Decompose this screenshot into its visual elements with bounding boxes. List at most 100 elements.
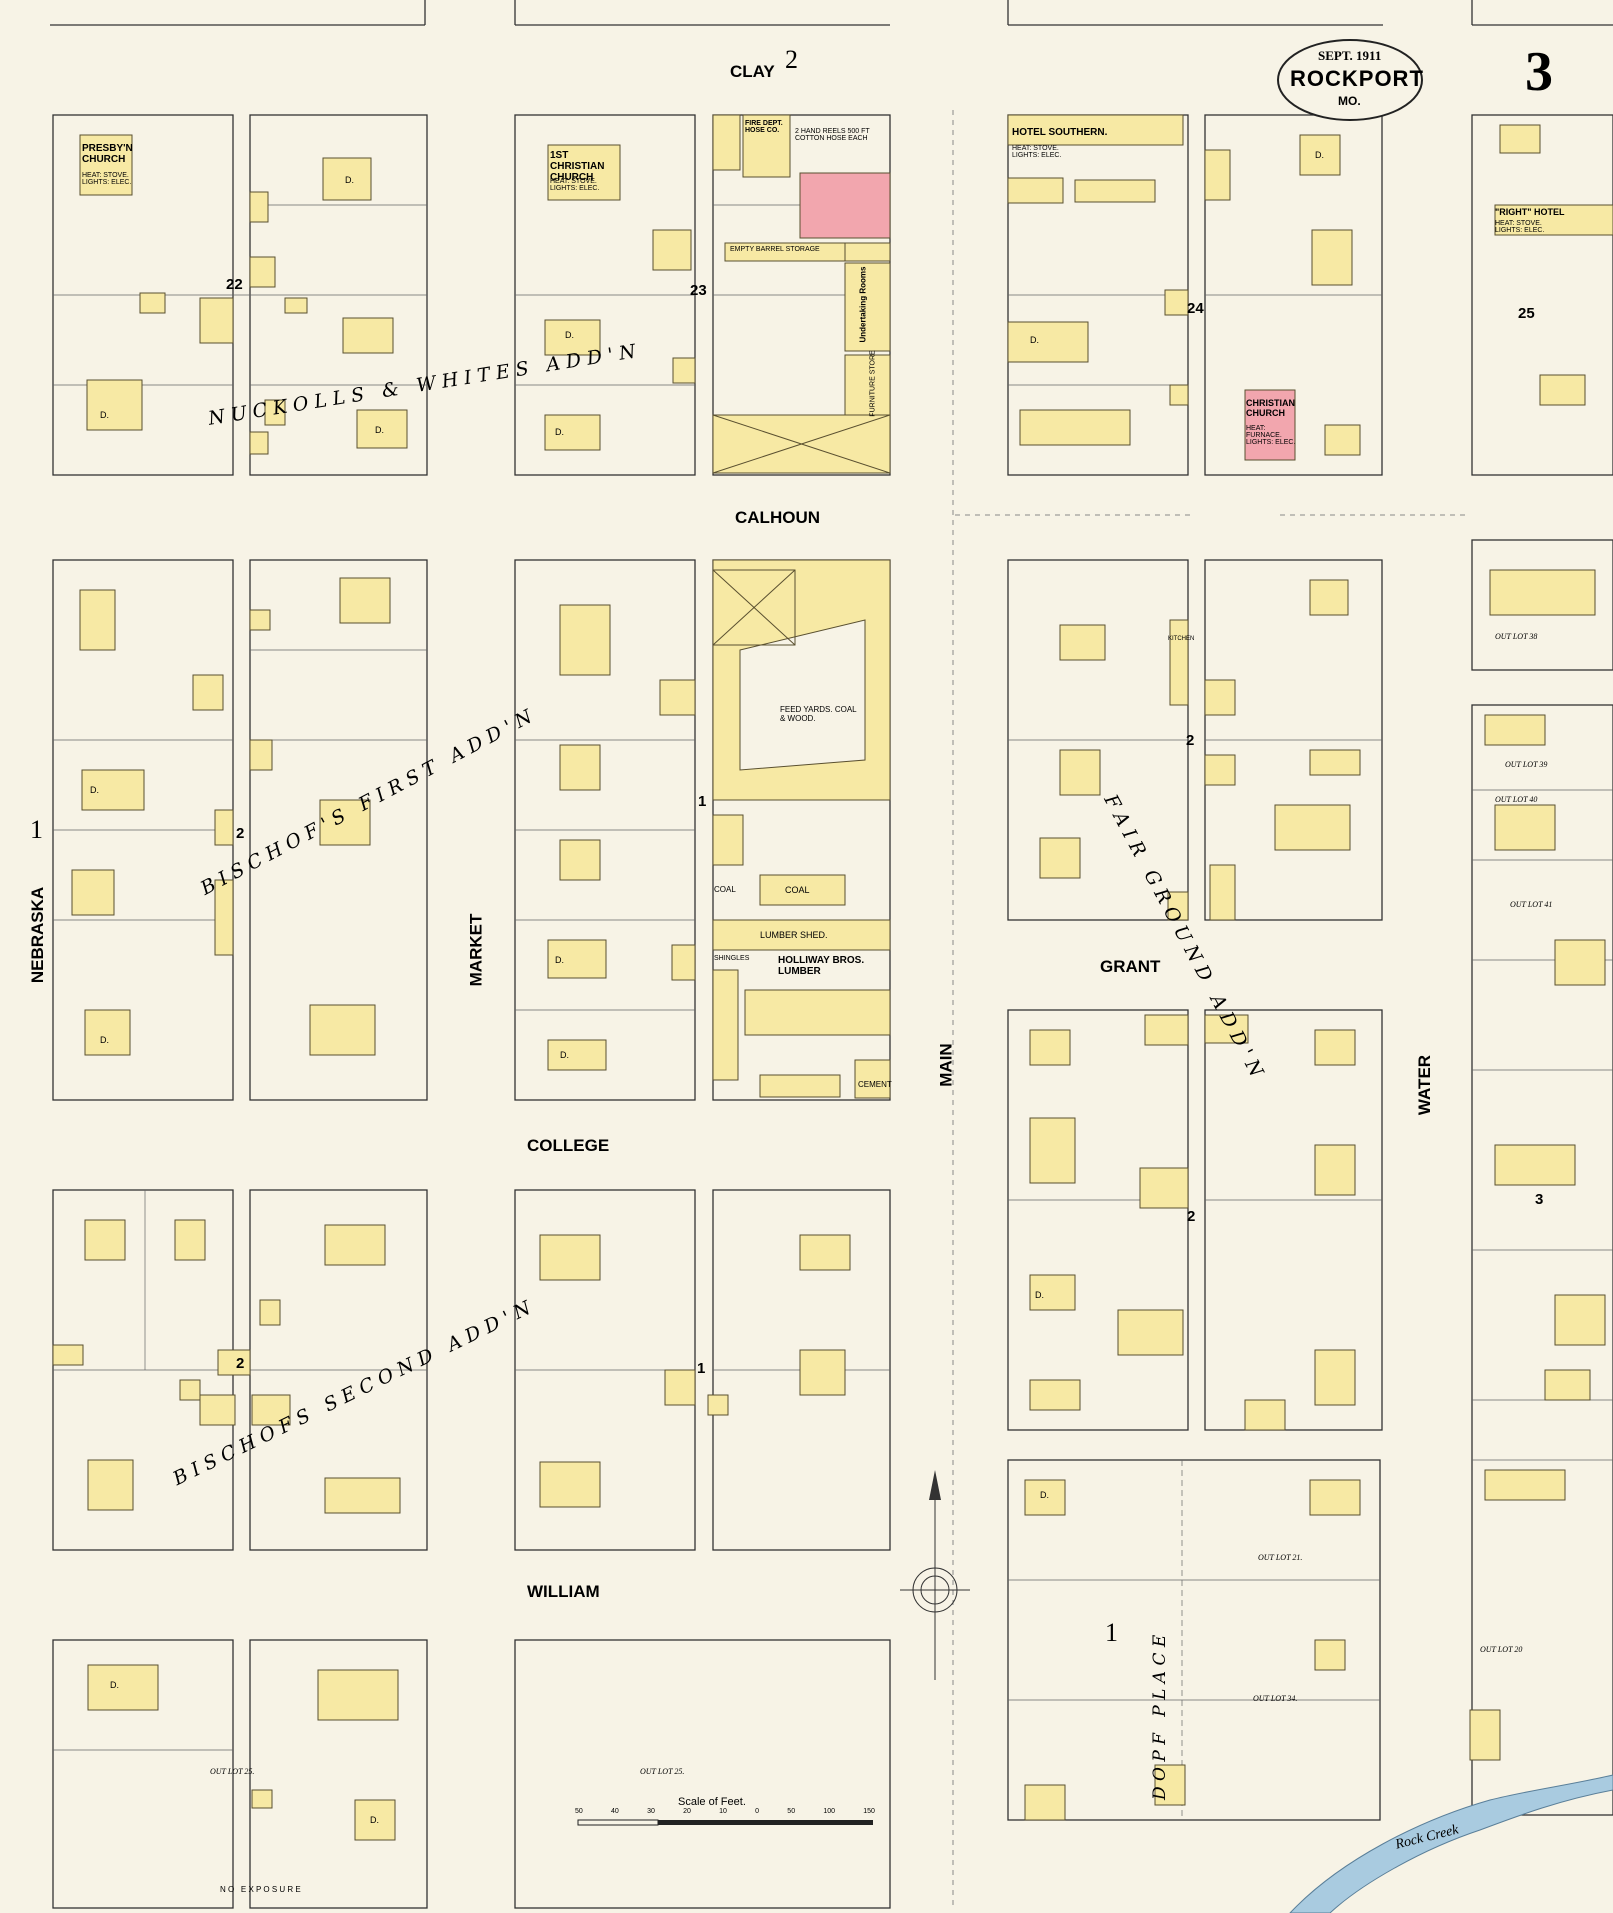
label-shingles: SHINGLES (714, 955, 750, 962)
block-number: 1 (30, 815, 43, 844)
label-fire-dept: FIRE DEPT. HOSE CO. (745, 120, 783, 134)
label-hotel-southern: HOTEL SOUTHERN. (1012, 127, 1108, 138)
sheet-number: 3 (1525, 41, 1553, 103)
scale-tick: 30 (647, 1808, 655, 1815)
addition-dopf-place: D O P F P L A C E (1150, 1634, 1170, 1800)
label-empty-barrel: EMPTY BARREL STORAGE (730, 246, 820, 253)
label-right-hotel-note: HEAT: STOVE. LIGHTS: ELEC. (1495, 220, 1545, 234)
block-number: 2 (236, 825, 245, 842)
title-date: SEPT. 1911 (1318, 48, 1382, 63)
label-out-lot-20: OUT LOT 20 (1480, 1645, 1523, 1654)
bischofs-first-block-1 (514, 559, 891, 1101)
title-state: MO. (1338, 94, 1361, 108)
label-out-lot-41: OUT LOT 41 (1510, 900, 1553, 909)
scale-tick: 100 (823, 1808, 836, 1815)
label-lumber-shed: LUMBER SHED. (760, 930, 828, 940)
dwelling-marker: D. (100, 410, 109, 420)
bischofs-second-block-2 (52, 1189, 428, 1551)
label-coal-1: COAL (714, 885, 736, 894)
street-college: COLLEGE (527, 1136, 610, 1155)
dwelling-marker: D. (100, 1035, 109, 1045)
label-out-lot-39: OUT LOT 39 (1505, 760, 1548, 769)
right-column-row2 (1469, 539, 1613, 1816)
label-undertaking: Undertaking Rooms (858, 266, 868, 343)
block-number: 1 (1105, 1618, 1118, 1647)
street-clay: CLAY (730, 62, 775, 81)
dopf-place-block (1007, 1459, 1381, 1821)
dwelling-marker: D. (110, 1680, 119, 1690)
scale-tick: 10 (719, 1808, 727, 1815)
dwelling-marker: D. (1030, 335, 1039, 345)
label-coal-2: COAL (785, 885, 810, 895)
dwelling-marker: D. (560, 1050, 569, 1060)
block-25 (1471, 114, 1613, 476)
label-out-lot-40: OUT LOT 40 (1495, 795, 1538, 804)
label-furniture: FURNITURE STORE (869, 350, 877, 417)
dwelling-marker: D. (370, 1815, 379, 1825)
block-number: 22 (226, 276, 243, 293)
block-number: 3 (1535, 1191, 1544, 1208)
street-water: WATER (1415, 1054, 1435, 1116)
dwelling-marker: D. (345, 175, 354, 185)
dwelling-marker: D. (1035, 1290, 1044, 1300)
bischofs-first-block-2 (52, 559, 428, 1101)
dwelling-marker: D. (1040, 1490, 1049, 1500)
title-cartouche (1277, 39, 1423, 121)
block-number: 2 (1187, 1208, 1196, 1225)
block-number: 25 (1518, 305, 1535, 322)
dwelling-marker: D. (1315, 150, 1324, 160)
label-presby-note: HEAT: STOVE. LIGHTS: ELEC. (82, 172, 132, 186)
scale-tick: 50 (787, 1808, 796, 1815)
scale-ticks: 50 40 30 20 10 0 50 100 150 (575, 1808, 875, 1815)
street-grant: GRANT (1100, 957, 1161, 976)
dwelling-marker: D. (565, 330, 574, 340)
block-number: 1 (697, 1360, 706, 1377)
dwelling-marker: D. (90, 785, 99, 795)
dwelling-marker: D. (555, 955, 564, 965)
rock-creek (1289, 1774, 1613, 1913)
label-out-lot-34: OUT LOT 34. (1253, 1694, 1298, 1703)
street-calhoun: CALHOUN (735, 508, 820, 527)
block-23 (514, 114, 891, 476)
label-christian-church-note: HEAT: FURNACE. LIGHTS: ELEC. (1246, 425, 1296, 446)
dwelling-marker: D. (555, 427, 564, 437)
label-cement: CEMENT (858, 1080, 892, 1089)
fairground-block-2 (1007, 1009, 1383, 1431)
bottom-left-blocks (52, 1639, 891, 1909)
water-pipe-lines (952, 110, 1470, 1910)
bischofs-second-block-1 (514, 1189, 891, 1551)
north-arrow (900, 1470, 970, 1680)
label-fire-note: 2 HAND REELS 500 FT COTTON HOSE EACH (795, 128, 870, 142)
block-number: 2 (1186, 732, 1195, 749)
scale-title: Scale of Feet. (678, 1796, 746, 1808)
label-kitchen: KITCHEN (1168, 636, 1195, 642)
scale-tick: 20 (683, 1808, 691, 1815)
block-22 (52, 114, 428, 476)
label-out-lot-25b: OUT LOT 25. (640, 1767, 685, 1776)
title-city: ROCKPORT (1290, 66, 1424, 91)
label-1st-christian-note: HEAT: STOVE. LIGHTS: ELEC. (550, 178, 600, 192)
scale-tick: 50 (575, 1808, 583, 1815)
scale-tick: 0 (755, 1808, 760, 1815)
label-hotel-note: HEAT: STOVE. LIGHTS: ELEC. (1012, 145, 1062, 159)
label-no-exposure: N O E X P O S U R E (220, 1885, 301, 1894)
label-right-hotel: "RIGHT" HOTEL (1495, 207, 1565, 217)
dwelling-marker: D. (375, 425, 384, 435)
block-number: 23 (690, 282, 707, 299)
label-feed-yards: FEED YARDS. COAL & WOOD. (780, 705, 857, 723)
label-christian-church: CHRISTIAN CHURCH (1246, 398, 1295, 418)
fairground-block-1 (1007, 559, 1383, 921)
label-presby-church: PRESBY'N CHURCH (82, 143, 133, 165)
scale-tick: 150 (863, 1808, 875, 1815)
top-edge-lines (50, 0, 1613, 26)
block-num-2-clay: 2 (785, 45, 798, 74)
block-number: 2 (236, 1355, 245, 1372)
label-out-lot-21: OUT LOT 21. (1258, 1553, 1303, 1562)
block-24 (1007, 114, 1383, 476)
street-william: WILLIAM (527, 1582, 600, 1601)
street-nebraska: NEBRASKA (28, 886, 48, 984)
block-number: 1 (698, 793, 707, 810)
street-market: MARKET (466, 913, 486, 987)
label-out-lot-25a: OUT LOT 25. (210, 1767, 255, 1776)
